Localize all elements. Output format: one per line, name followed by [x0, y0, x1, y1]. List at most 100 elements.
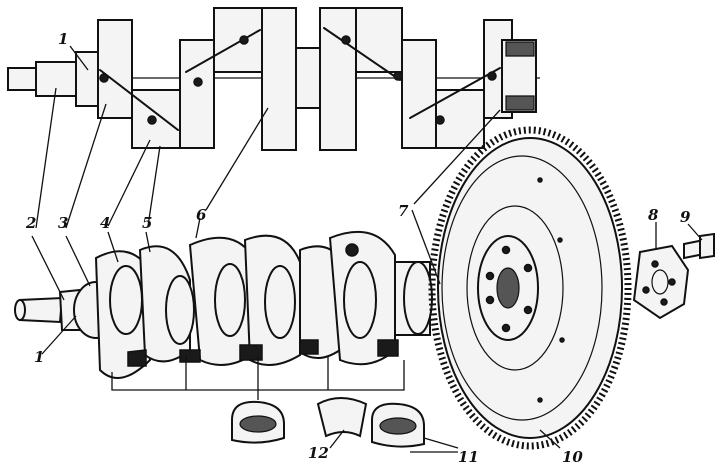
journal-ring-2 [214, 263, 246, 337]
callout-labels: 1 2 3 4 5 6 7 1 8 9 10 11 12 [25, 30, 691, 466]
flywheel-bolt [683, 232, 715, 260]
center-main-journal [295, 47, 321, 109]
crankpin-3 [355, 7, 403, 73]
hub-bolt-hole-4 [501, 323, 511, 333]
plug-8 [487, 71, 497, 81]
plug-1 [99, 73, 109, 83]
lock-plate-hole-4 [642, 286, 650, 294]
front-main-journal [75, 51, 99, 107]
callout-12: 12 [308, 444, 329, 462]
thrust-half-washer [316, 397, 368, 438]
crankpin-disk-2 [264, 265, 296, 339]
bearing-shell-b-inner [379, 417, 417, 435]
leader-lines [31, 45, 703, 453]
oil-hole [345, 243, 359, 257]
leader-6 [205, 107, 269, 211]
callout-11: 11 [458, 448, 479, 466]
bolt-head [699, 232, 715, 260]
clutch-hole-2 [557, 237, 563, 243]
leader-5-lower [145, 231, 151, 253]
web-5 [401, 39, 437, 149]
leader-2-lower [31, 235, 65, 301]
flywheel-face-ring [441, 155, 603, 421]
callout-6: 6 [196, 206, 207, 224]
callout-5: 5 [142, 214, 152, 232]
plug-4 [239, 35, 249, 45]
leader-9 [687, 223, 703, 241]
leader-6-lower [195, 217, 201, 239]
clutch-hole-3 [559, 337, 565, 343]
cap-pad-1 [127, 349, 147, 367]
front-nose [7, 67, 37, 91]
leader-7-lower [411, 209, 441, 285]
journal-ring-1 [109, 265, 143, 335]
crankshaft-perspective [14, 230, 465, 379]
leader-10 [539, 429, 561, 449]
callout-10: 10 [562, 448, 583, 466]
leader-12 [329, 429, 345, 449]
plug-2 [147, 115, 157, 125]
lock-plate-center [651, 269, 669, 295]
lock-plate [632, 244, 690, 320]
lock-plate-hole-1 [651, 260, 659, 268]
rear-flange [501, 39, 537, 113]
hub-bolt-hole-3 [523, 305, 533, 315]
oil-passage-3 [323, 27, 401, 81]
flange-hatch-top [505, 41, 535, 57]
rear-journal-disk [403, 261, 433, 335]
leader-1-bottom [41, 315, 77, 355]
cap-pad-2 [179, 349, 201, 363]
plug-7 [435, 115, 445, 125]
main-bearing-shell-left [231, 400, 285, 444]
callout-1-bottom: 1 [34, 348, 44, 366]
oil-passage-4 [409, 67, 501, 119]
crankpin-disk-3 [343, 261, 377, 339]
plug-6 [393, 71, 403, 81]
lock-plate-hole-2 [668, 278, 676, 286]
oil-passage-1 [99, 69, 179, 131]
callout-4: 4 [100, 214, 110, 232]
callout-3: 3 [58, 214, 68, 232]
thrust-washer-body [316, 397, 368, 438]
leader-1-top [69, 45, 89, 71]
cap-pad-4 [299, 339, 319, 355]
web-3 [261, 7, 297, 151]
crankpin-disk-1 [165, 275, 195, 345]
crankpin-2 [213, 7, 263, 73]
leader-7 [413, 109, 501, 205]
front-end-stub [19, 296, 64, 324]
leader-3-lower [65, 235, 91, 287]
lock-plate-body [632, 244, 690, 320]
hub-bolt-hole-2 [523, 263, 533, 273]
leader-4 [107, 139, 151, 227]
flywheel-center-bore [496, 267, 520, 309]
leader-11-a [423, 437, 459, 449]
cap-pad-3 [239, 344, 263, 361]
callout-9: 9 [680, 208, 691, 226]
crankshaft-section-view [7, 7, 540, 151]
clutch-hole-4 [537, 397, 543, 403]
callout-8: 8 [648, 206, 659, 224]
web-2 [179, 39, 215, 149]
front-end-face [14, 299, 26, 321]
bearing-shell-a-inner [239, 415, 277, 433]
leader-4-lower [107, 231, 119, 263]
plug-5 [341, 35, 351, 45]
leader-5 [147, 145, 161, 227]
plug-3 [193, 77, 203, 87]
callout-1-top: 1 [58, 30, 68, 48]
hub-bolt-hole-6 [485, 271, 495, 281]
web-1 [97, 19, 133, 119]
callout-7: 7 [398, 202, 409, 220]
ring-gear-teeth [428, 126, 632, 450]
hub-bolt-hole-1 [501, 245, 511, 255]
flange-hatch-bottom [505, 95, 535, 111]
leader-3 [65, 103, 107, 229]
flywheel [428, 126, 632, 450]
cap-pad-5 [377, 339, 399, 357]
hub-bolt-hole-5 [485, 295, 495, 305]
lock-plate-hole-3 [660, 298, 668, 306]
main-bearing-shells-right [371, 402, 425, 448]
